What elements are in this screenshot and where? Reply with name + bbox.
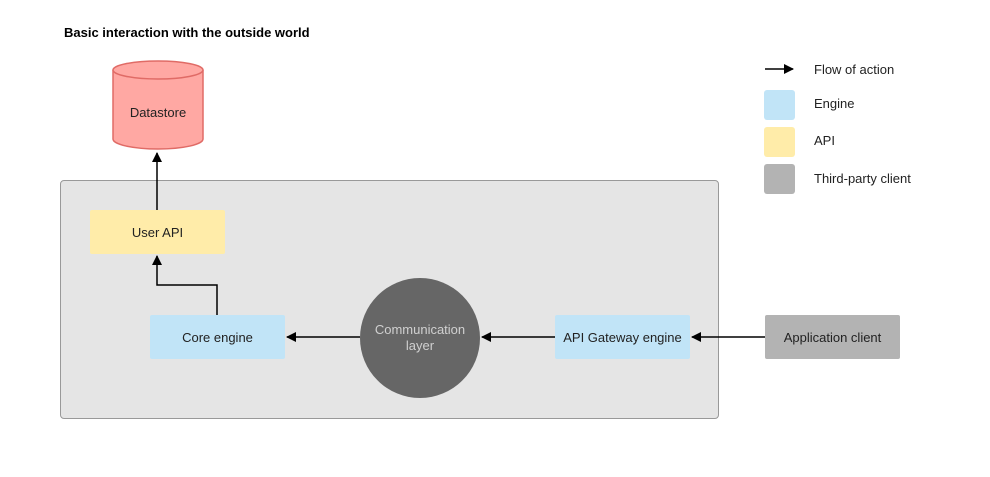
application-client-node: Application client xyxy=(765,315,900,359)
legend-api-label: API xyxy=(814,133,835,148)
legend-engine-swatch xyxy=(764,90,795,120)
api-gateway-engine-node: API Gateway engine xyxy=(555,315,690,359)
legend-api-swatch xyxy=(764,127,795,157)
diagram-title: Basic interaction with the outside world xyxy=(64,25,310,40)
arrow-core-to-userapi xyxy=(152,255,218,315)
datastore-label: Datastore xyxy=(129,104,187,120)
core-engine-node: Core engine xyxy=(150,315,285,359)
datastore-cylinder xyxy=(112,60,204,150)
communication-layer-node: Communication layer xyxy=(360,278,480,398)
legend-flow-label: Flow of action xyxy=(814,62,895,77)
communication-layer-label: Communication layer xyxy=(374,322,466,353)
legend-third-party-label: Third-party client xyxy=(814,171,911,186)
user-api-node: User API xyxy=(90,210,225,254)
legend-engine-label: Engine xyxy=(814,96,855,111)
legend-third-party-swatch xyxy=(764,164,795,194)
